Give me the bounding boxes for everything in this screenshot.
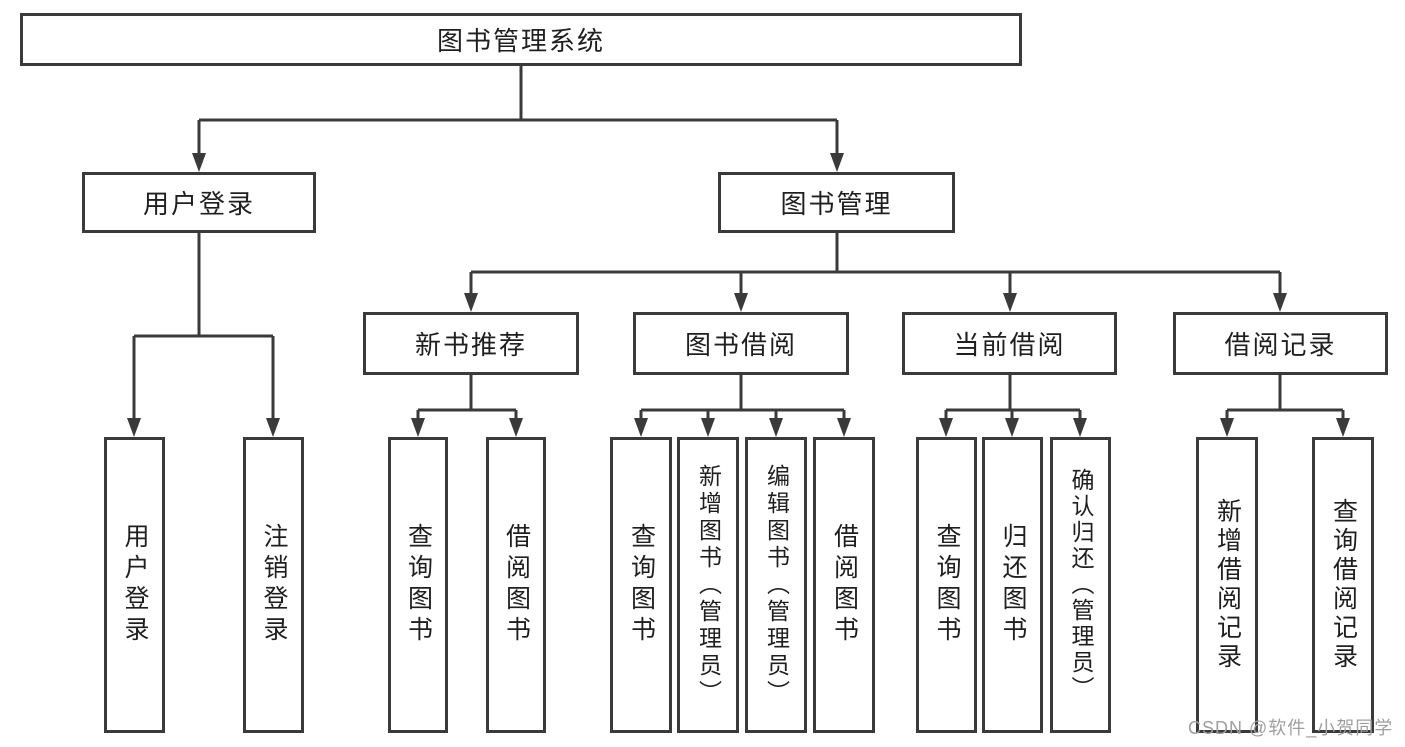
node-user-login: 用户登录 bbox=[82, 172, 316, 233]
watermark: CSDN @软件_小贺同学 bbox=[1188, 718, 1394, 738]
leaf-newrec-query-book: 查询图书 bbox=[388, 437, 448, 733]
leaf-borrow-edit-book-admin: 编辑图书（管理员） bbox=[745, 437, 807, 733]
leaf-records-add-record: 新增借阅记录 bbox=[1196, 437, 1258, 733]
node-current-borrowing: 当前借阅 bbox=[902, 312, 1117, 375]
leaf-borrow-add-book-admin: 新增图书（管理员） bbox=[677, 437, 739, 733]
leaf-current-confirm-return-admin: 确认归还（管理员） bbox=[1050, 437, 1111, 733]
arrow-stems bbox=[132, 120, 1345, 421]
leaf-borrow-borrow-book: 借阅图书 bbox=[813, 437, 875, 733]
leaf-logout: 注销登录 bbox=[243, 437, 304, 733]
leaf-records-query-record: 查询借阅记录 bbox=[1312, 437, 1374, 733]
node-borrow-records: 借阅记录 bbox=[1173, 312, 1388, 375]
leaf-borrow-query-book: 查询图书 bbox=[610, 437, 672, 733]
leaf-user-login: 用户登录 bbox=[104, 437, 165, 733]
leaf-current-query-book: 查询图书 bbox=[916, 437, 977, 733]
node-book-management: 图书管理 bbox=[718, 172, 955, 233]
leaf-current-return-book: 归还图书 bbox=[982, 437, 1043, 733]
node-new-book-recommend: 新书推荐 bbox=[363, 312, 579, 375]
node-book-borrowing: 图书借阅 bbox=[633, 312, 849, 375]
node-root-system: 图书管理系统 bbox=[20, 13, 1022, 66]
leaf-newrec-borrow-book: 借阅图书 bbox=[486, 437, 546, 733]
